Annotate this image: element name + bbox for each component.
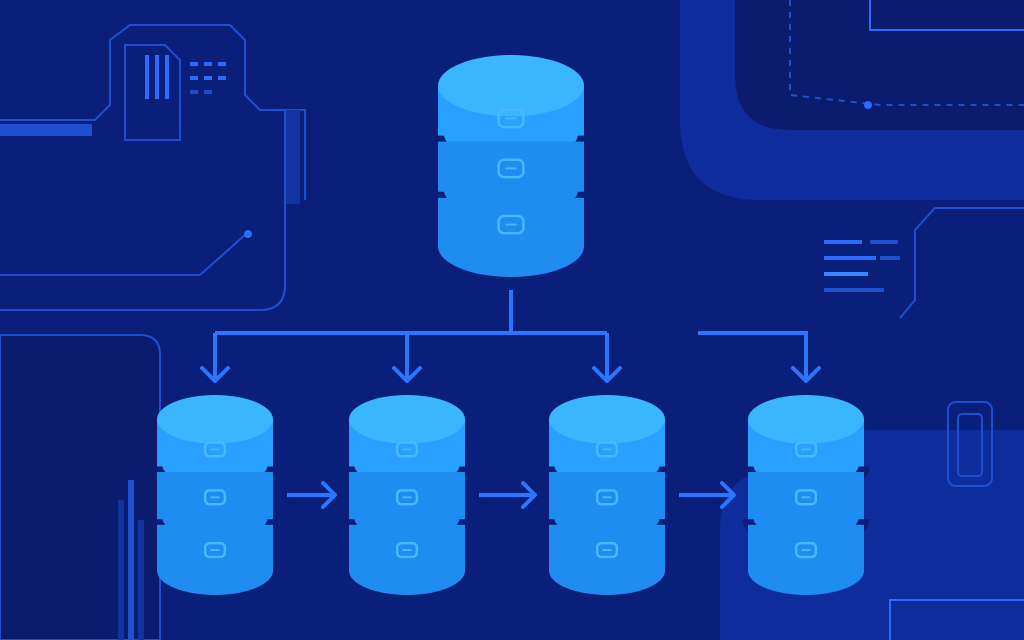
database-replica — [742, 395, 870, 595]
db-segment — [157, 524, 273, 595]
db-glyph-icon — [595, 489, 619, 506]
db-glyph-icon — [203, 541, 227, 559]
right-side-circuit — [899, 207, 1024, 319]
db-segment — [549, 524, 665, 595]
right-arrow-connector — [679, 481, 736, 509]
database-replica — [343, 395, 471, 595]
top-right-circuit — [869, 0, 1024, 31]
top-left-circuit-2 — [124, 44, 181, 141]
down-arrow-connector — [698, 331, 821, 383]
db-glyph-icon — [595, 541, 619, 559]
top-right-panel-inner — [735, 0, 1024, 130]
bottom-right-circuit — [889, 599, 1024, 640]
connector-layer — [200, 290, 821, 509]
db-glyph-icon — [794, 489, 818, 506]
top-right-circuit-2 — [789, 0, 1024, 106]
db-glyph-icon — [395, 489, 419, 506]
chip-outline — [947, 401, 993, 487]
chip-inner — [957, 413, 983, 477]
circuit-node — [864, 101, 872, 109]
database-replica — [543, 395, 671, 595]
down-arrow-connector — [200, 333, 230, 383]
down-arrow-connector — [592, 333, 622, 383]
left-vertical-bar — [286, 110, 300, 204]
db-segment — [151, 395, 279, 497]
db-segment — [748, 524, 864, 595]
left-panel-outline — [0, 110, 286, 311]
db-glyph-icon — [203, 441, 227, 458]
db-segment — [349, 524, 465, 595]
db-glyph-icon — [595, 441, 619, 458]
top-left-circuit — [0, 24, 306, 200]
dot-grid — [190, 62, 226, 94]
db-glyph-icon — [794, 541, 818, 559]
database-replica — [151, 395, 279, 595]
right-arrow-connector — [479, 481, 537, 509]
db-glyph-icon — [203, 489, 227, 506]
circuit-node-left — [244, 230, 252, 238]
status-lines — [824, 240, 900, 292]
down-arrow-connector — [392, 333, 422, 383]
db-segment — [438, 197, 584, 277]
database-layer — [151, 55, 870, 595]
database-root — [431, 55, 591, 277]
bottom-left-panel — [0, 334, 161, 640]
vertical-bars — [145, 55, 169, 99]
bottom-left-bars — [118, 480, 144, 640]
left-bar — [0, 124, 92, 136]
db-glyph-icon — [395, 541, 419, 559]
right-arrow-connector — [287, 481, 337, 509]
db-glyph-icon — [497, 108, 525, 129]
db-glyph-icon — [497, 214, 525, 235]
db-glyph-icon — [794, 441, 818, 458]
left-mid-circuit — [0, 234, 246, 276]
db-glyph-icon — [497, 158, 525, 179]
db-glyph-icon — [395, 441, 419, 458]
